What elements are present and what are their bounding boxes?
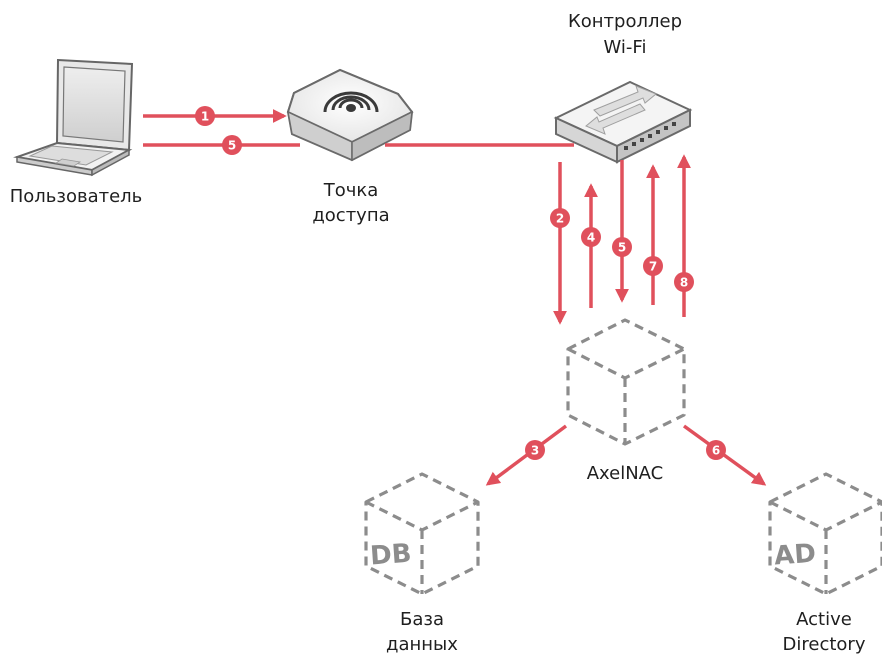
database-cube-icon: DB xyxy=(364,472,480,596)
ad-icon-text: AD xyxy=(773,539,817,572)
step-badge: 5 xyxy=(222,135,242,155)
controller-label-line2: Wi-Fi xyxy=(603,37,647,58)
step-badge: 5 xyxy=(612,237,632,257)
active-directory-cube-icon: AD xyxy=(768,472,882,596)
step-badge: 1 xyxy=(195,106,215,126)
svg-text:7: 7 xyxy=(649,260,657,274)
database-label-line1: База xyxy=(400,609,444,630)
user-label: Пользователь xyxy=(9,186,143,207)
svg-text:5: 5 xyxy=(228,139,236,153)
step-badge: 3 xyxy=(525,440,545,460)
step-badge: 6 xyxy=(706,440,726,460)
laptop-icon xyxy=(13,58,134,177)
svg-text:2: 2 xyxy=(556,212,564,226)
svg-text:3: 3 xyxy=(531,444,539,458)
step-badge: 4 xyxy=(581,227,601,247)
svg-text:4: 4 xyxy=(587,231,595,245)
access-point-icon xyxy=(286,68,414,162)
active-directory-label-line1: Active xyxy=(796,609,852,630)
database-label-line2: данных xyxy=(386,634,458,655)
active-directory-label-line2: Directory xyxy=(782,634,866,655)
svg-text:8: 8 xyxy=(680,276,688,290)
step-badge: 7 xyxy=(643,256,663,276)
controller-label-line1: Контроллер xyxy=(568,11,682,32)
db-icon-text: DB xyxy=(369,539,412,572)
axelnac-cube-icon xyxy=(566,318,686,446)
step-badge: 2 xyxy=(550,208,570,228)
axelnac-label: AxelNAC xyxy=(586,463,664,484)
access-point-label-line2: доступа xyxy=(312,205,390,226)
step-badge: 8 xyxy=(674,272,694,292)
access-point-label-line1: Точка xyxy=(323,180,379,201)
wifi-controller-icon xyxy=(553,80,693,164)
svg-text:1: 1 xyxy=(201,110,209,124)
svg-text:5: 5 xyxy=(618,241,626,255)
svg-text:6: 6 xyxy=(712,444,720,458)
